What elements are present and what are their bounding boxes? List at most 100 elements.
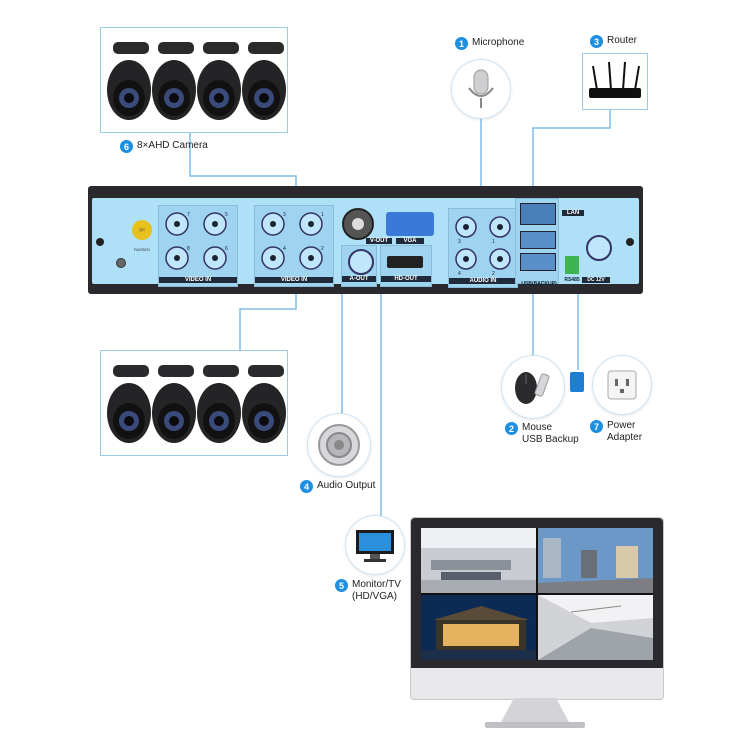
camera-icon xyxy=(197,365,241,443)
camera-icon xyxy=(242,42,286,120)
callout-number-7: 7 xyxy=(590,420,603,433)
power-plug-icon xyxy=(570,372,584,392)
camera-icons-bottom xyxy=(107,365,286,443)
ground-screw xyxy=(116,258,126,268)
callout-power-line2: Adapter xyxy=(607,432,643,443)
audio-in-group: 3 1 4 2 AUDIO IN xyxy=(448,208,518,288)
video-in-left-label: VIDEO IN xyxy=(159,277,237,283)
callout-audio-output-label: Audio Output xyxy=(317,480,376,491)
camera-icon xyxy=(107,365,151,443)
port-number: 3 xyxy=(283,212,286,218)
rs485-terminal xyxy=(565,256,579,274)
speaker-icon xyxy=(308,414,370,476)
router-line xyxy=(532,108,611,198)
router-box xyxy=(582,53,648,110)
qc-sticker: QC PASSED xyxy=(132,220,152,252)
callout-number-5: 5 xyxy=(335,579,348,592)
feed-night-building xyxy=(421,595,536,660)
callout-camera: 6 8×AHD Camera xyxy=(120,140,208,153)
usb-backup-label: USB(BACKUP) xyxy=(521,281,557,287)
v-out-port xyxy=(342,208,374,240)
port-number: 3 xyxy=(458,239,461,245)
callout-monitor-text: Monitor/TV (HD/VGA) xyxy=(352,579,401,603)
port-number: 4 xyxy=(283,246,286,252)
monitor-base xyxy=(485,722,585,728)
camera-icons-top xyxy=(107,42,286,120)
camera-icon xyxy=(197,42,241,120)
callout-number-2: 2 xyxy=(505,422,518,435)
camera-icon xyxy=(152,365,196,443)
screw-left xyxy=(96,238,104,246)
screw-right xyxy=(626,238,634,246)
audio-in-label: AUDIO IN xyxy=(449,278,517,284)
feed-corridor xyxy=(538,595,653,660)
mouse-usb-icon xyxy=(502,356,564,418)
callout-power-text: Power Adapter xyxy=(607,420,642,444)
display-monitor xyxy=(410,517,664,700)
port-number: 8 xyxy=(187,246,190,252)
bnc-ports-left: 7 5 8 6 xyxy=(165,212,228,270)
bnc-ports-right: 3 1 4 2 xyxy=(261,212,324,270)
camera-icon xyxy=(152,42,196,120)
camera-group-bottom xyxy=(100,350,288,456)
callout-monitor-line2: (HD/VGA) xyxy=(352,591,397,602)
feed-street xyxy=(538,528,653,593)
dc12v-label: DC 12V xyxy=(582,277,610,283)
router-icon xyxy=(589,61,641,98)
callout-audio-output: 4 Audio Output xyxy=(300,480,375,493)
hd-out-label: HD-OUT xyxy=(381,276,431,282)
feed-office xyxy=(421,528,536,593)
camera-bottom-line xyxy=(239,285,297,350)
callout-mouse-line2: USB Backup xyxy=(522,434,579,445)
callout-mouse-line1: Mouse xyxy=(522,422,553,433)
camera-icon xyxy=(242,365,286,443)
callout-mouse-text: Mouse USB Backup xyxy=(522,422,579,446)
callout-number-3: 3 xyxy=(590,35,603,48)
callout-router: 3 Router xyxy=(590,35,637,48)
port-number: 4 xyxy=(458,271,461,277)
hd-out-group: HD-OUT xyxy=(380,245,432,287)
video-in-left-group: 7 5 8 6 VIDEO IN xyxy=(158,205,238,287)
lan-usb-group xyxy=(515,198,559,284)
monitor-icon xyxy=(346,516,404,574)
monitor-screen xyxy=(421,528,653,660)
camera-icon xyxy=(107,42,151,120)
video-in-right-group: 3 1 4 2 VIDEO IN xyxy=(254,205,334,287)
port-number: 2 xyxy=(321,246,324,252)
callout-power-line1: Power xyxy=(607,420,636,431)
port-number: 1 xyxy=(492,239,495,245)
usb-port-2 xyxy=(520,253,556,271)
callout-camera-label: 8×AHD Camera xyxy=(137,140,208,151)
camera-group-top xyxy=(100,27,288,133)
lan-label: LAN xyxy=(562,210,584,216)
callout-microphone: 1 Microphone xyxy=(455,37,524,50)
callout-router-label: Router xyxy=(607,35,638,46)
port-number: 5 xyxy=(225,212,228,218)
callout-microphone-label: Microphone xyxy=(472,37,525,48)
callout-monitor: 5 Monitor/TV (HD/VGA) xyxy=(335,579,401,603)
callout-number-4: 4 xyxy=(300,480,313,493)
port-number: 2 xyxy=(492,271,495,277)
power-outlet-icon xyxy=(593,356,651,414)
camera-feeds xyxy=(421,528,653,660)
callout-monitor-line1: Monitor/TV xyxy=(352,579,401,590)
callout-power: 7 Power Adapter xyxy=(590,420,642,444)
video-in-right-label: VIDEO IN xyxy=(255,277,333,283)
usb-port-1 xyxy=(520,231,556,249)
port-number: 6 xyxy=(225,246,228,252)
dc-jack xyxy=(586,235,612,261)
callout-number-6: 6 xyxy=(120,140,133,153)
microphone-icon xyxy=(452,60,510,118)
rs485-label: RS485 xyxy=(564,277,580,283)
a-out-label: A-OUT xyxy=(342,276,376,282)
port-number: 7 xyxy=(187,212,190,218)
audio-in-ports: 3 1 4 2 xyxy=(455,216,511,277)
callout-mouse: 2 Mouse USB Backup xyxy=(505,422,579,446)
vga-port xyxy=(386,212,434,236)
callout-number-1: 1 xyxy=(455,37,468,50)
a-out-group: A-OUT xyxy=(341,245,377,287)
v-out-label: V-OUT xyxy=(366,238,392,244)
lan-port xyxy=(520,203,556,225)
vga-label: VGA xyxy=(396,238,424,244)
port-number: 1 xyxy=(321,212,324,218)
